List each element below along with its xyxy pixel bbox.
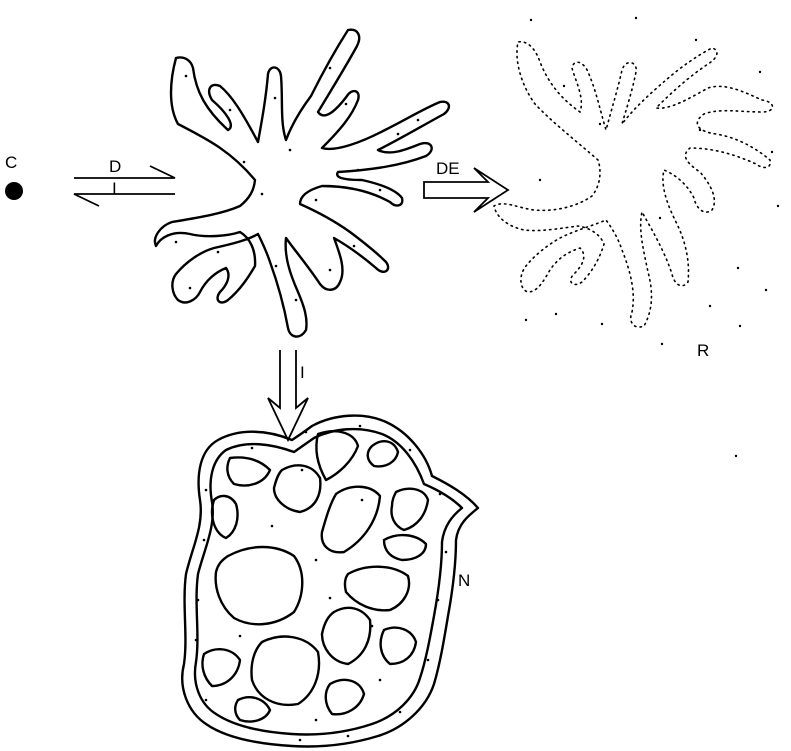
label-d: D xyxy=(109,157,121,176)
branching-structure xyxy=(155,30,449,337)
label-c: C xyxy=(5,153,17,172)
dispersed-structure xyxy=(494,17,779,457)
label-i-horizontal: I xyxy=(112,179,117,198)
label-r: R xyxy=(697,341,709,360)
c-dot-icon xyxy=(5,182,23,200)
label-n: N xyxy=(458,571,470,590)
label-de: DE xyxy=(436,159,460,178)
equilibrium-arrows-icon xyxy=(74,166,175,206)
network-structure xyxy=(182,416,478,747)
label-i-vertical: I xyxy=(300,363,305,382)
